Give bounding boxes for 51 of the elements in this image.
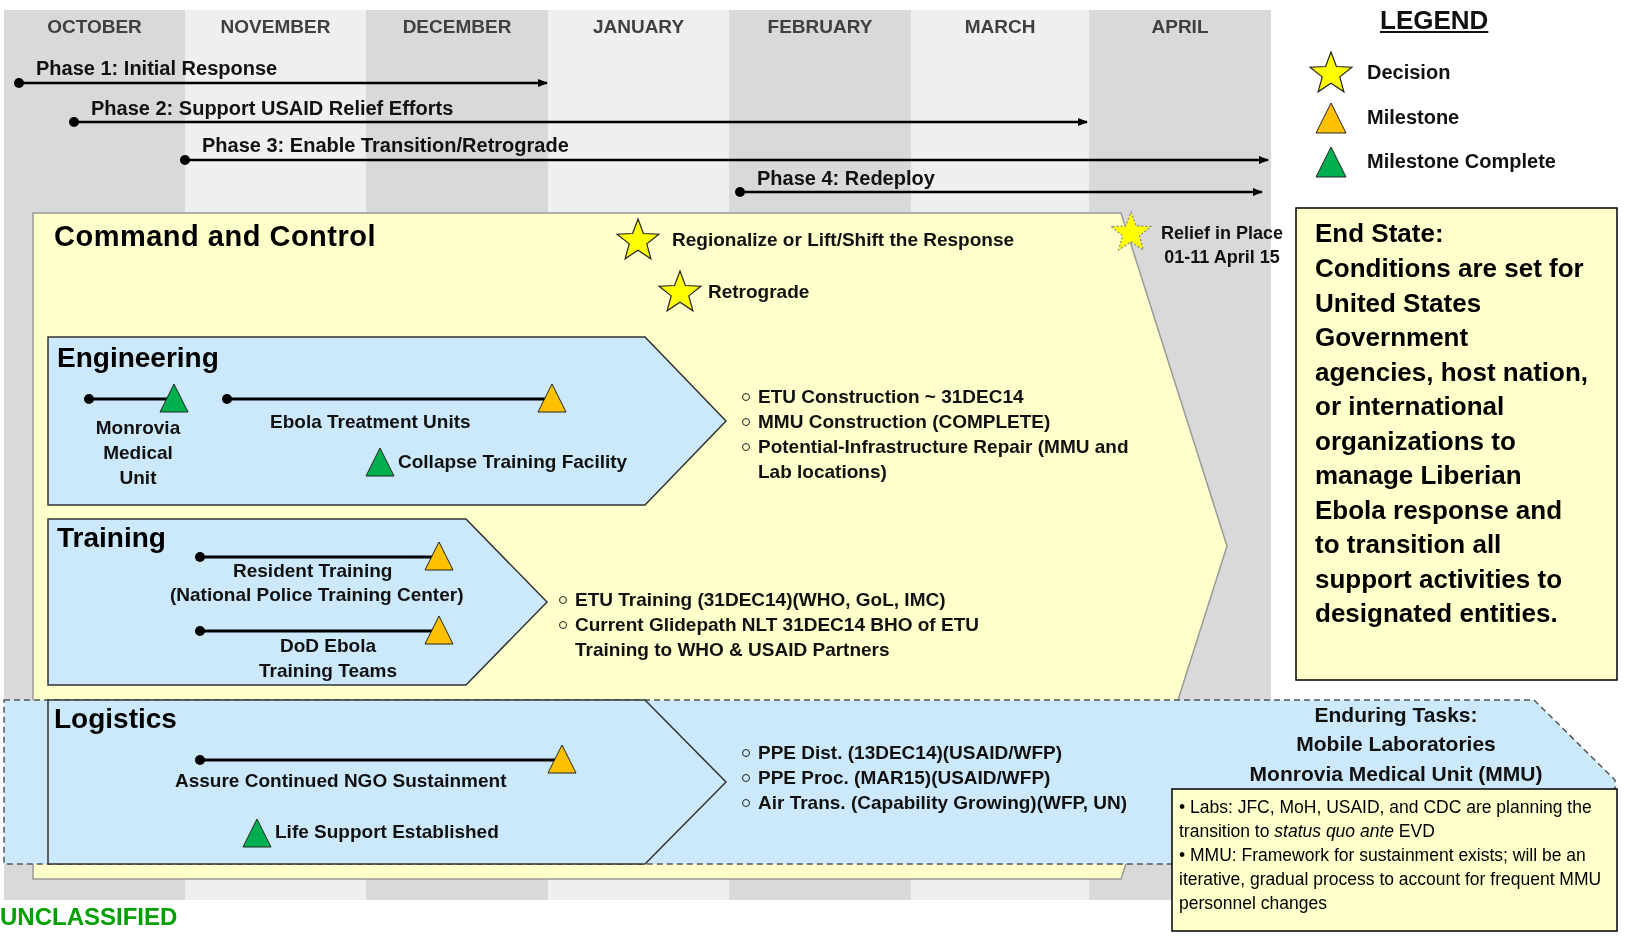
- milestone-text: Ebola Treatment Units: [270, 410, 471, 434]
- band-heading: Enduring Tasks:: [1313, 702, 1479, 727]
- end-state-box: [1296, 208, 1617, 680]
- bullet-item: ETU Construction ~ 31DEC14: [740, 384, 1153, 409]
- month-label: APRIL: [1150, 15, 1210, 39]
- phase-label: Phase 2: Support USAID Relief Efforts: [91, 96, 454, 121]
- month-label: NOVEMBER: [219, 15, 332, 39]
- note-text: • Labs: JFC, MoH, USAID, and CDC are planning the transition to status quo ante EVD: [1179, 796, 1593, 843]
- decision-text: Relief in Place 01-11 April 15: [1159, 222, 1285, 269]
- classification-label: UNCLASSIFIED: [0, 903, 178, 931]
- milestone-text: Assure Continued NGO Sustainment: [175, 769, 507, 793]
- legend-label: Milestone Complete: [1367, 149, 1556, 174]
- section-heading: Command and Control: [54, 219, 377, 253]
- bullet-item: Current Glidepath NLT 31DEC14 BHO of ETU Training to WHO & USAID Partners: [557, 612, 995, 662]
- note-box: [1172, 789, 1617, 931]
- chevron-box: [48, 337, 726, 505]
- section-heading: Logistics: [54, 703, 177, 735]
- milestone-text: Collapse Training Facility: [398, 450, 628, 474]
- note-text: • MMU: Framework for sustainment exists; will be an iterative, gradual process to account for frequent MMU personnel changes: [1179, 844, 1603, 915]
- bullet-item: Air Trans. (Capability Growing)(WFP, UN): [740, 790, 1128, 815]
- section-heading: Engineering: [57, 342, 219, 374]
- month-label: FEBRUARY: [766, 15, 874, 39]
- legend-title: LEGEND: [1380, 4, 1489, 36]
- month-label: DECEMBER: [401, 15, 513, 39]
- end-state-text: Conditions are set for United States Government agencies, host nation, or international organizations to manage Liberian Ebola response and to transition all support activities to designated entities.: [1315, 252, 1590, 630]
- phase-label: Phase 4: Redeploy: [757, 166, 935, 191]
- bullet-item: MMU Construction (COMPLETE): [740, 409, 1153, 434]
- legend-label: Milestone: [1367, 105, 1460, 130]
- month-label: OCTOBER: [46, 15, 143, 39]
- decision-text: Regionalize or Lift/Shift the Response: [672, 228, 1015, 252]
- bullet-item: Potential-Infrastructure Repair (MMU and Lab locations): [740, 434, 1153, 484]
- month-label: JANUARY: [591, 15, 686, 39]
- milestone-text: Resident Training: [233, 559, 393, 583]
- bullet-item: ETU Training (31DEC14)(WHO, GoL, IMC): [557, 587, 995, 612]
- section-heading: Training: [57, 522, 166, 554]
- bullet-item: PPE Dist. (13DEC14)(USAID/WFP): [740, 740, 1063, 765]
- milestone-text: (National Police Training Center): [170, 583, 464, 607]
- phase-label: Phase 1: Initial Response: [36, 56, 278, 81]
- box-heading: End State:: [1315, 217, 1445, 250]
- chevron-box: [48, 700, 726, 864]
- chevron-box: [48, 519, 547, 685]
- band-heading: Monrovia Medical Unit (MMU): [1248, 761, 1544, 786]
- band-heading: Mobile Laboratories: [1295, 731, 1497, 756]
- milestone-text: Life Support Established: [275, 820, 499, 844]
- decision-text: Retrograde: [708, 280, 810, 304]
- milestone-text: DoD Ebola Training Teams: [258, 634, 398, 683]
- phase-label: Phase 3: Enable Transition/Retrograde: [202, 133, 569, 158]
- bullet-item: PPE Proc. (MAR15)(USAID/WFP): [740, 765, 1051, 790]
- milestone-text: Monrovia Medical Unit: [94, 416, 182, 490]
- month-label: MARCH: [963, 15, 1037, 39]
- legend-label: Decision: [1367, 60, 1451, 85]
